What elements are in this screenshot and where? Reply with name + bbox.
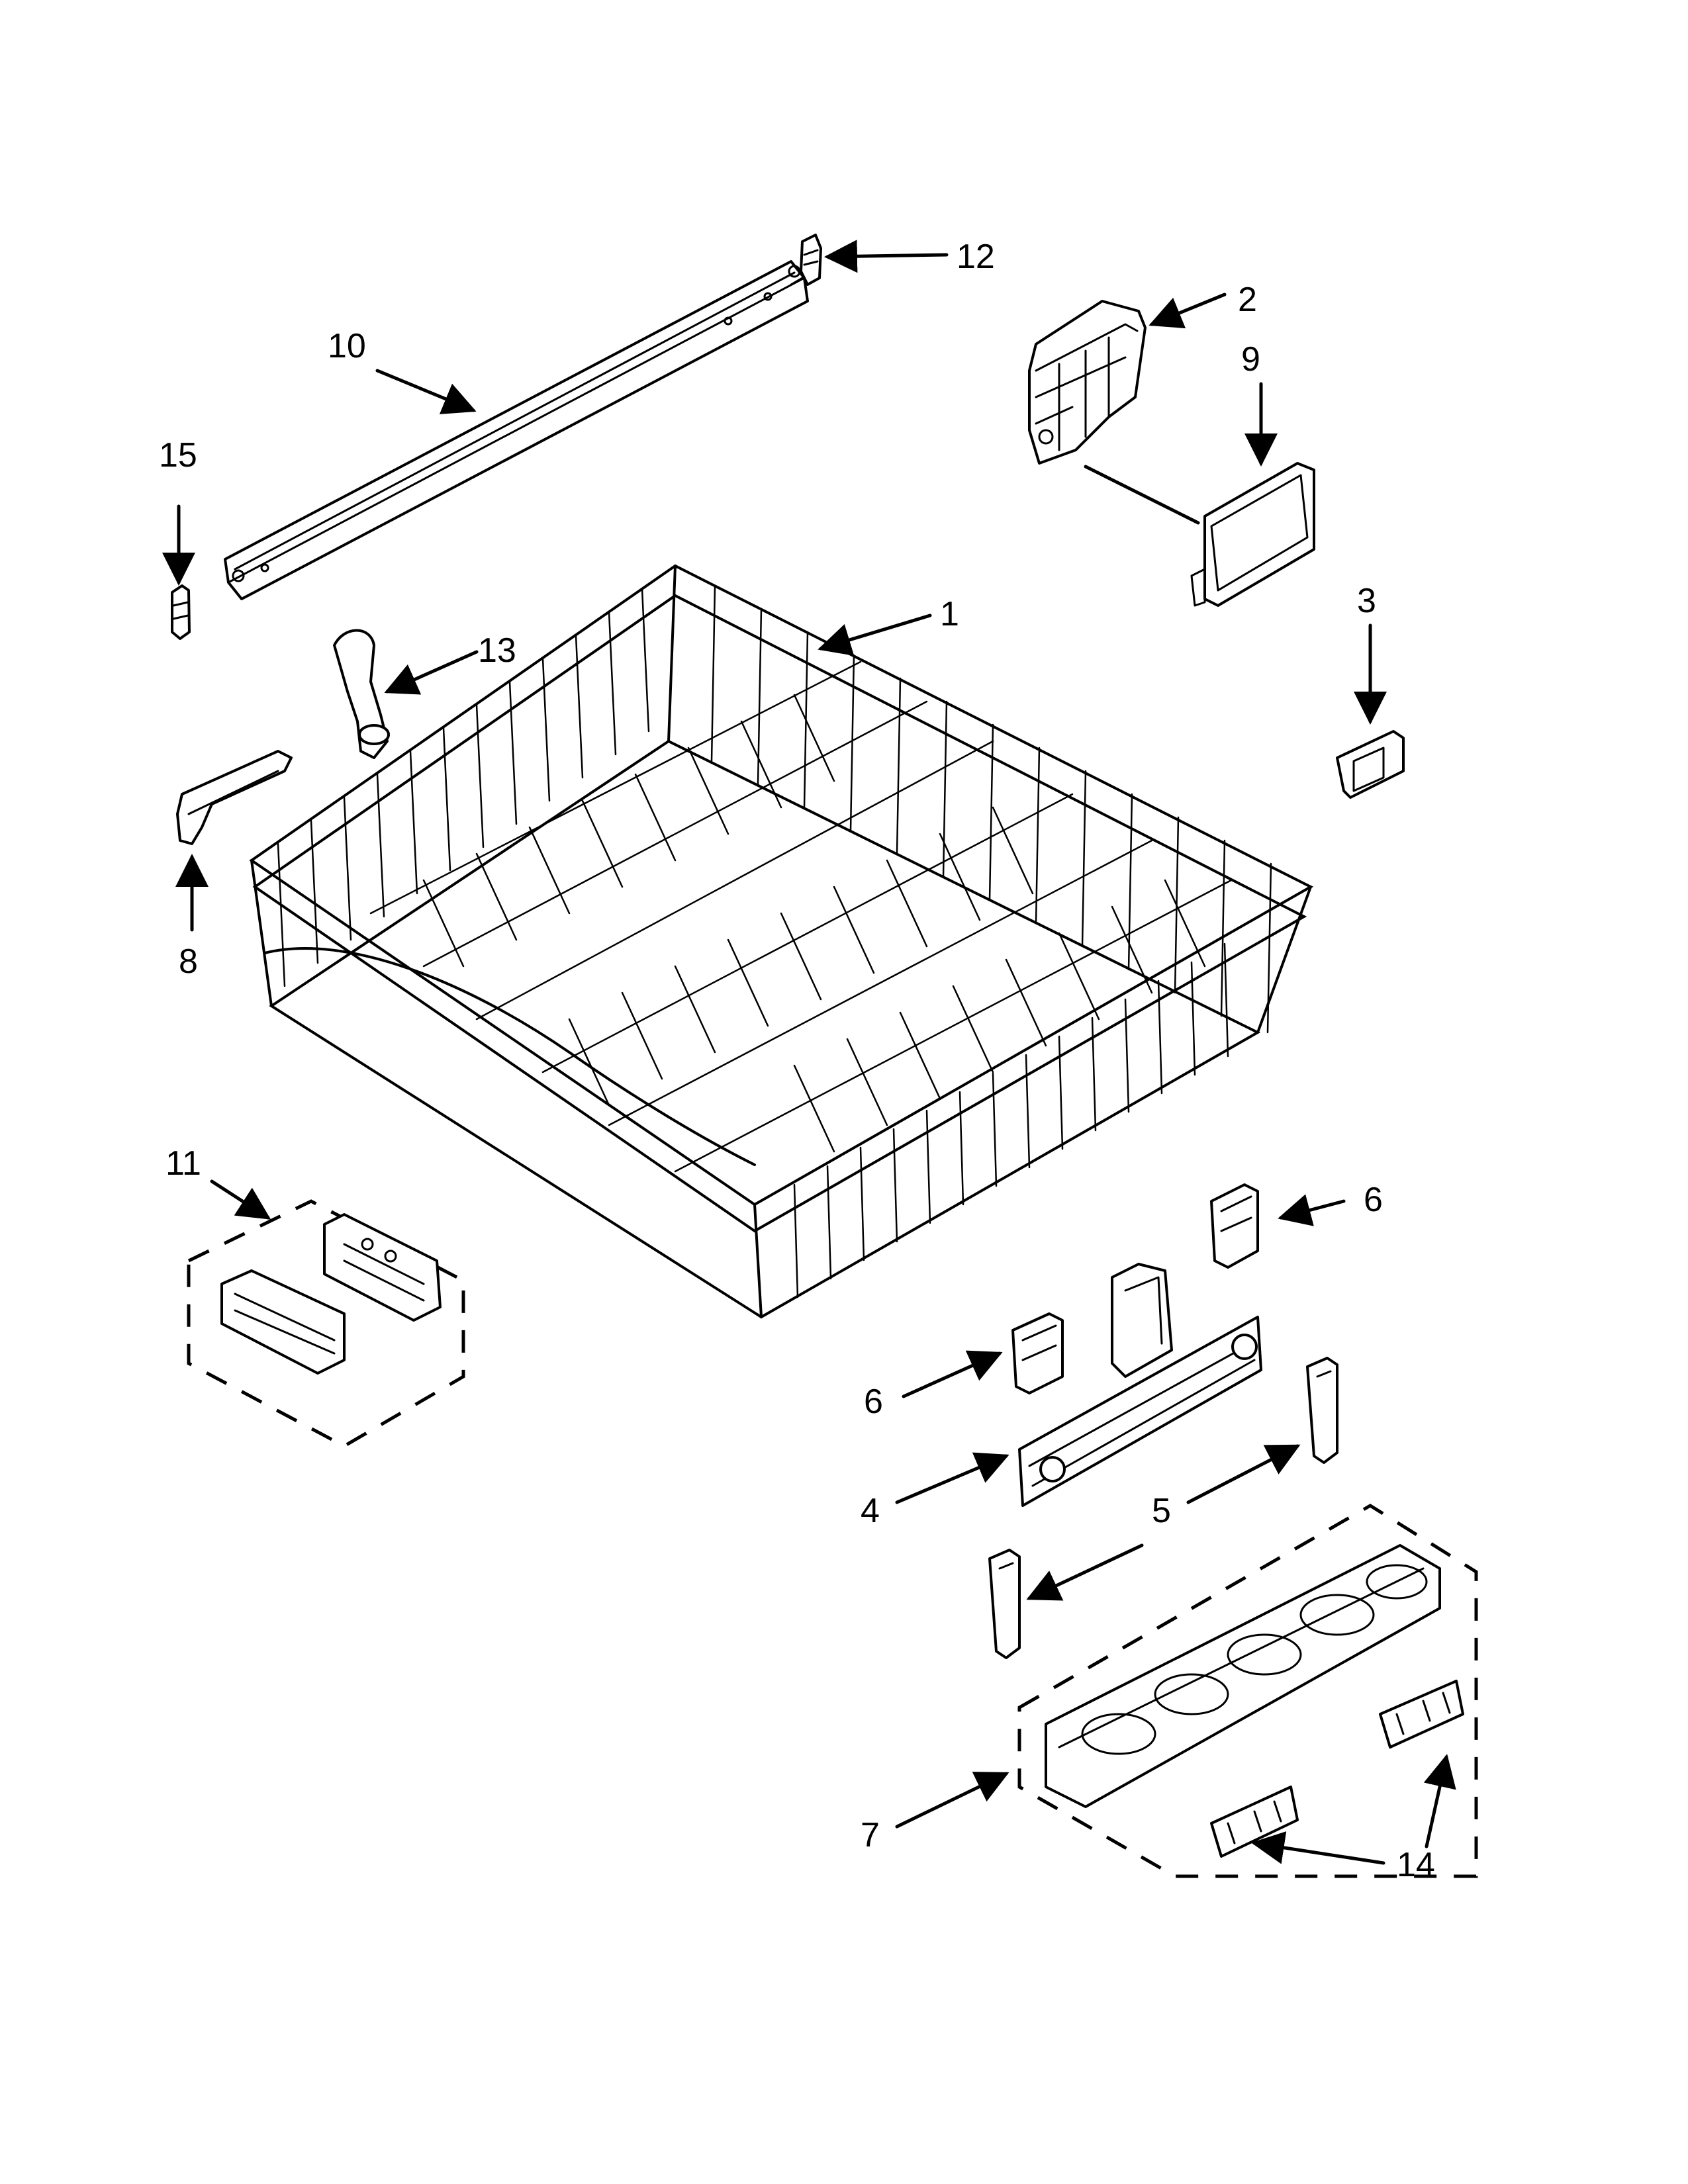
callout-7: 7 <box>861 1816 880 1854</box>
callout-5: 5 <box>1152 1492 1171 1530</box>
callout-6-lower: 6 <box>864 1383 883 1421</box>
callout-4: 4 <box>861 1492 880 1530</box>
small-clip-part <box>171 584 191 640</box>
callout-11: 11 <box>165 1144 201 1183</box>
callout-8: 8 <box>179 942 198 981</box>
callout-3: 3 <box>1357 582 1376 620</box>
shelf-clip-left-part <box>1210 1786 1299 1858</box>
rail-part <box>224 260 809 600</box>
arm-part <box>176 750 293 845</box>
callout-13: 13 <box>478 631 516 670</box>
vertical-clip-upper-part <box>1306 1357 1338 1464</box>
callout-9: 9 <box>1241 340 1260 379</box>
clip-lower-part <box>1011 1312 1064 1394</box>
clip-upper-part <box>1210 1183 1259 1269</box>
leader-arrows <box>162 240 1456 1865</box>
callout-1: 1 <box>940 595 959 633</box>
callout-14: 14 <box>1397 1846 1435 1884</box>
end-clip-part <box>790 234 822 286</box>
callout-labels: 1 2 9 3 4 5 6 6 7 8 10 11 12 13 14 15 <box>159 238 1435 1884</box>
handle-kit-part <box>187 1199 465 1448</box>
callout-12: 12 <box>957 238 995 276</box>
adjuster-assembly-part <box>1018 1263 1262 1507</box>
bracket-clip-part <box>1336 730 1405 799</box>
cup-shelf-part <box>1017 1504 1478 1878</box>
callout-10: 10 <box>328 327 366 365</box>
callout-6-upper: 6 <box>1364 1181 1383 1219</box>
callout-15: 15 <box>159 436 197 475</box>
dish-rack-part <box>249 564 1314 1319</box>
cover-plate-part <box>1084 462 1315 607</box>
adjuster-housing-part <box>1028 300 1147 465</box>
vertical-clip-lower-part <box>988 1549 1021 1659</box>
shelf-clip-right-part <box>1379 1680 1464 1749</box>
lever-part <box>333 629 390 759</box>
callout-2: 2 <box>1238 281 1257 319</box>
